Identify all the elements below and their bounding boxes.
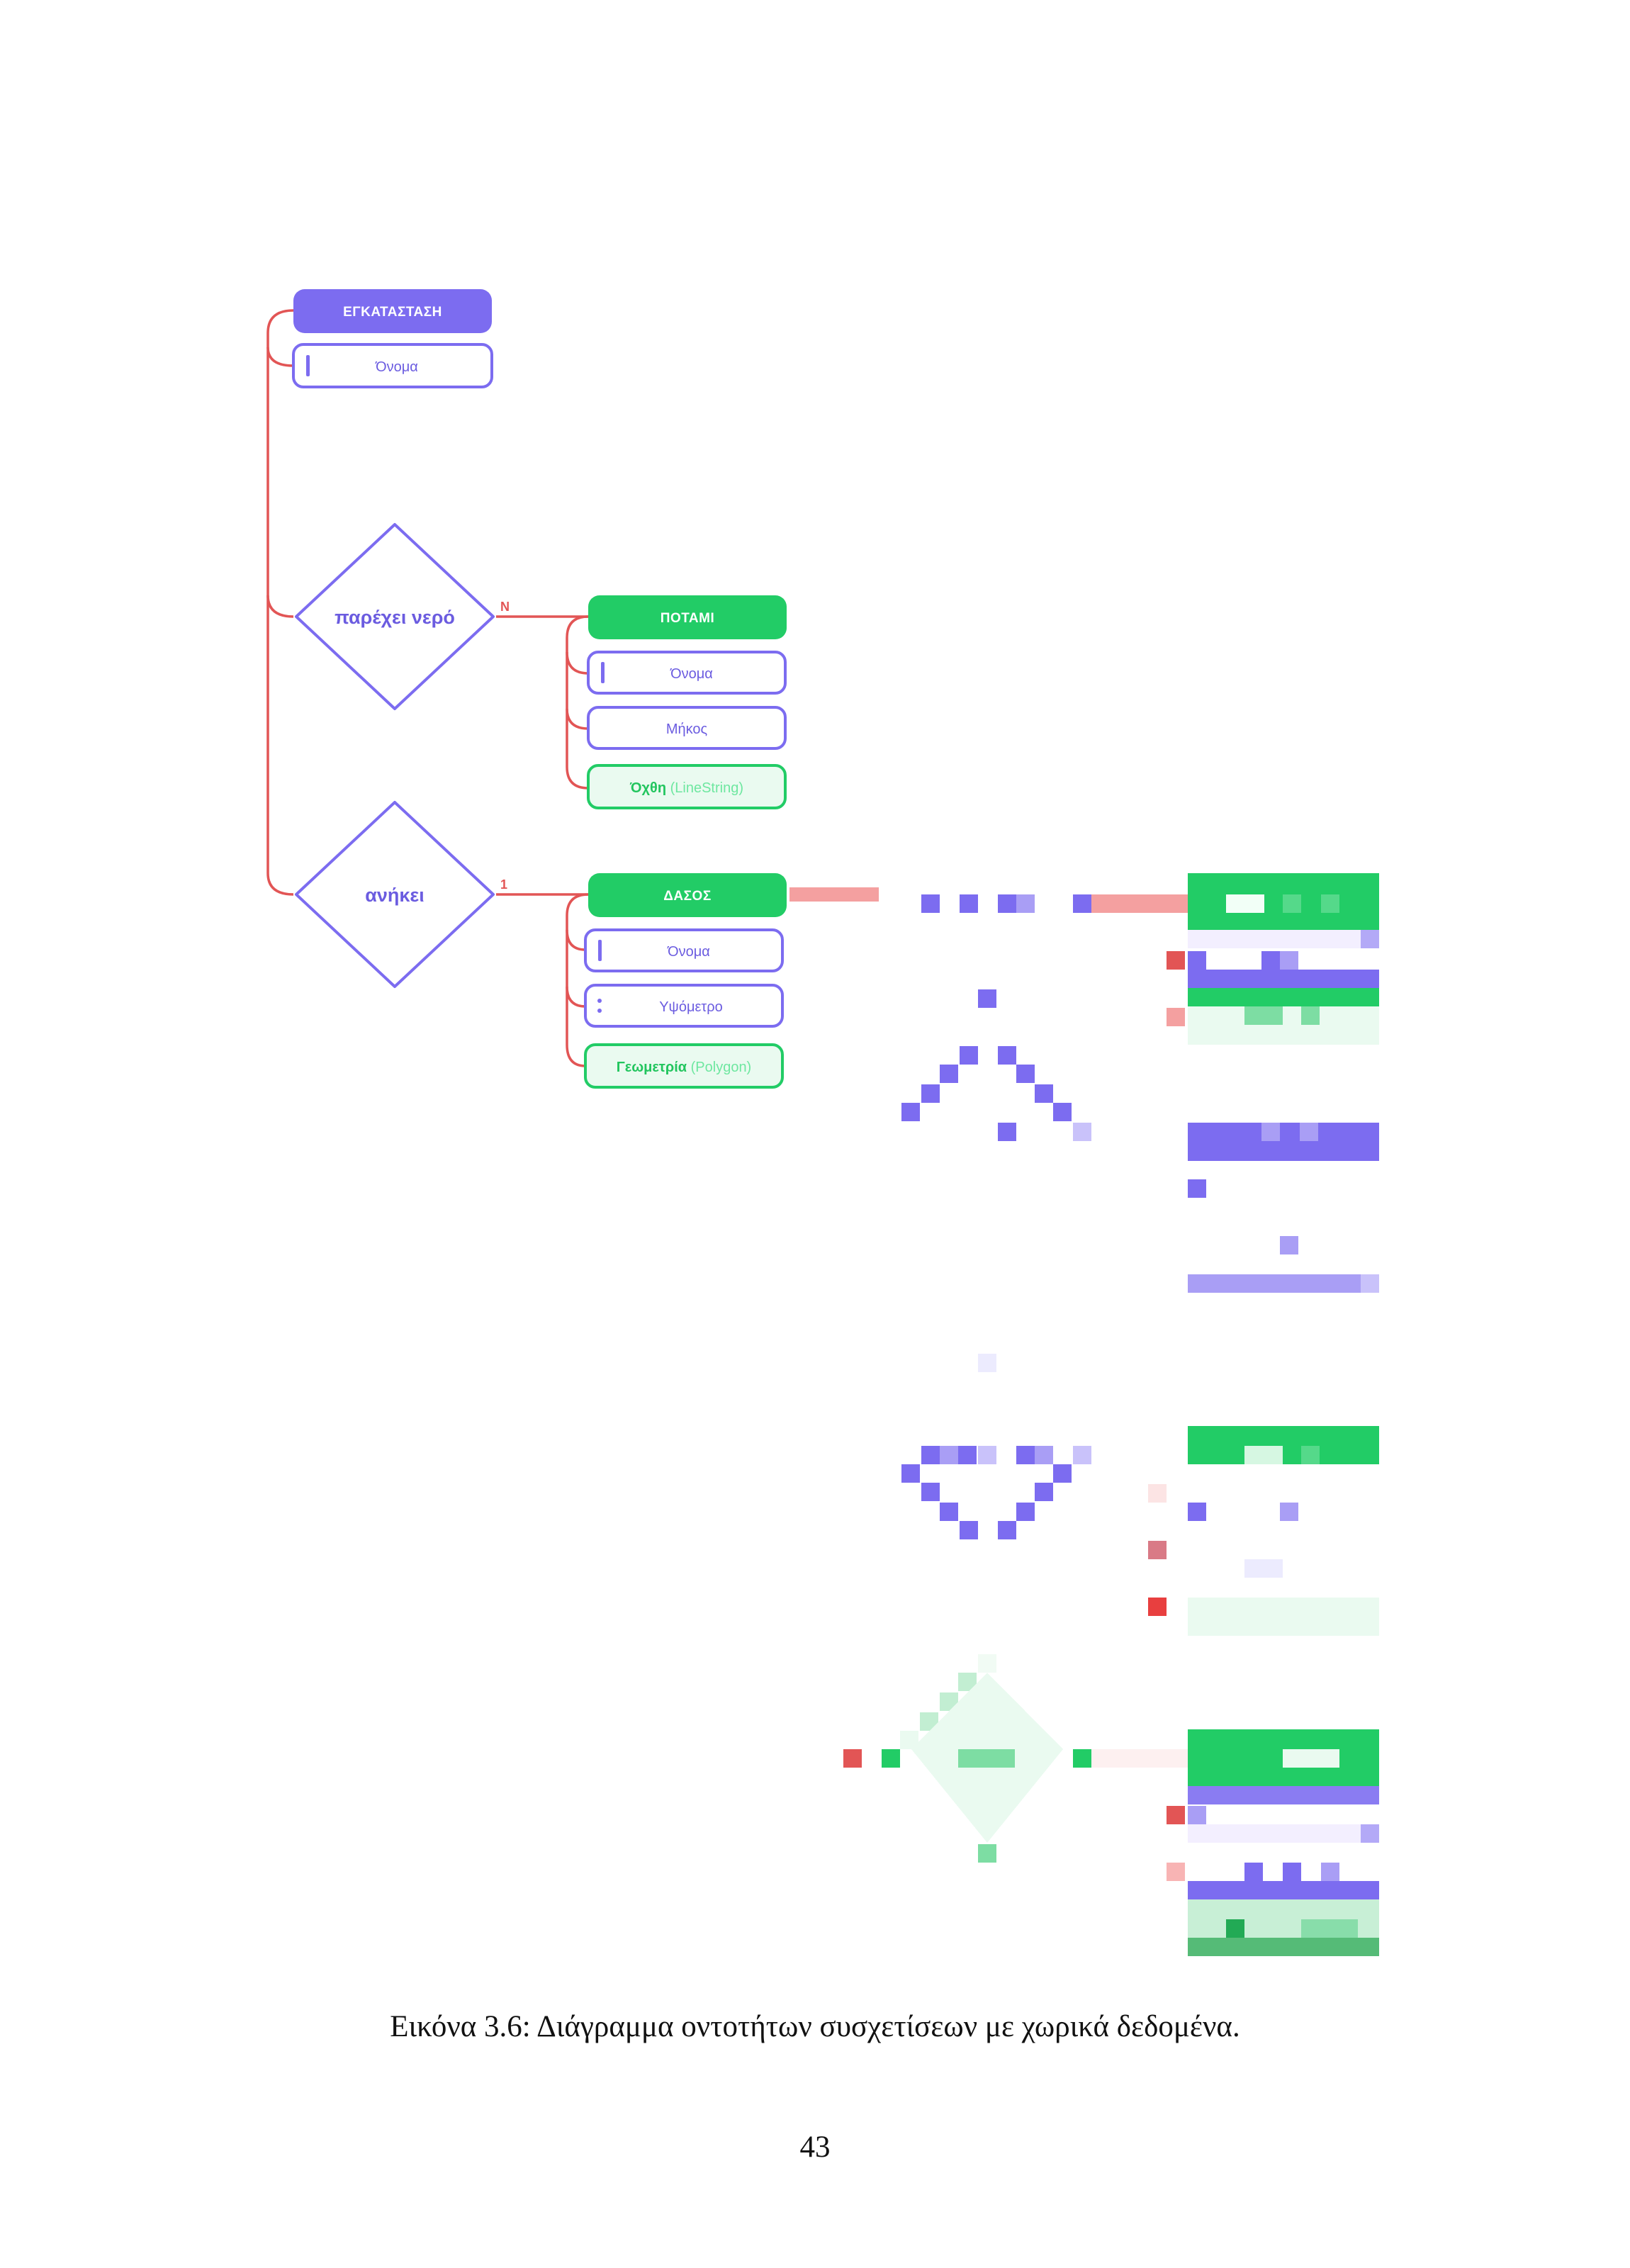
attribute-label: Όνομα	[670, 666, 713, 682]
er-diagram: ΕΓΚΑΤΑΣΤΑΣΗ Όνομα παρέχει νερό N ΠΟΤΑΜΙ …	[266, 289, 1379, 1956]
figure-caption: Εικόνα 3.6: Διάγραμμα οντοτήτων συσχετίσ…	[390, 2010, 1240, 2043]
attribute-river-geometry: Όχθη (LineString)	[587, 764, 787, 809]
attribute-forest-altitude: Υψόμετρο	[584, 984, 784, 1028]
geometry-label: Γεωμετρία (Polygon)	[617, 1060, 751, 1075]
relationship-label: ανήκει	[365, 885, 424, 906]
attribute-label: Υψόμετρο	[659, 999, 723, 1015]
attribute-label: Όνομα	[667, 944, 710, 960]
attribute-forest-name: Όνομα	[584, 928, 784, 972]
cardinality-label: 1	[500, 877, 507, 892]
multi-value-marker-icon	[597, 999, 602, 1003]
attribute-river-length: Μήκος	[587, 706, 787, 750]
relationship-label: παρέχει νερό	[335, 607, 455, 628]
attribute-river-name: Όνομα	[587, 651, 787, 695]
relationship-belongs-to: ανήκει 1	[295, 801, 507, 988]
entity-installation: ΕΓΚΑΤΑΣΤΑΣΗ	[293, 289, 492, 333]
entity-installation-title: ΕΓΚΑΤΑΣΤΑΣΗ	[343, 305, 442, 320]
key-marker-icon	[601, 662, 605, 683]
entity-forest-title: ΔΑΣΟΣ	[663, 889, 711, 904]
relationship-provides-water: παρέχει νερό N	[295, 523, 510, 710]
page-number: 43	[799, 2131, 831, 2164]
connector-lines	[266, 309, 879, 1067]
attribute-label: Μήκος	[666, 722, 708, 737]
key-marker-icon	[306, 355, 310, 376]
attribute-forest-geometry: Γεωμετρία (Polygon)	[584, 1043, 784, 1089]
entity-forest: ΔΑΣΟΣ	[588, 873, 787, 917]
pixelated-diagram-region	[843, 873, 1379, 1956]
entity-river-title: ΠΟΤΑΜΙ	[661, 611, 715, 626]
geometry-label: Όχθη (LineString)	[629, 780, 743, 796]
attribute-label: Όνομα	[375, 359, 418, 375]
cardinality-label: N	[500, 600, 510, 614]
attribute-installation-name: Όνομα	[292, 343, 493, 388]
key-marker-icon	[598, 940, 602, 961]
entity-river: ΠΟΤΑΜΙ	[588, 595, 787, 639]
